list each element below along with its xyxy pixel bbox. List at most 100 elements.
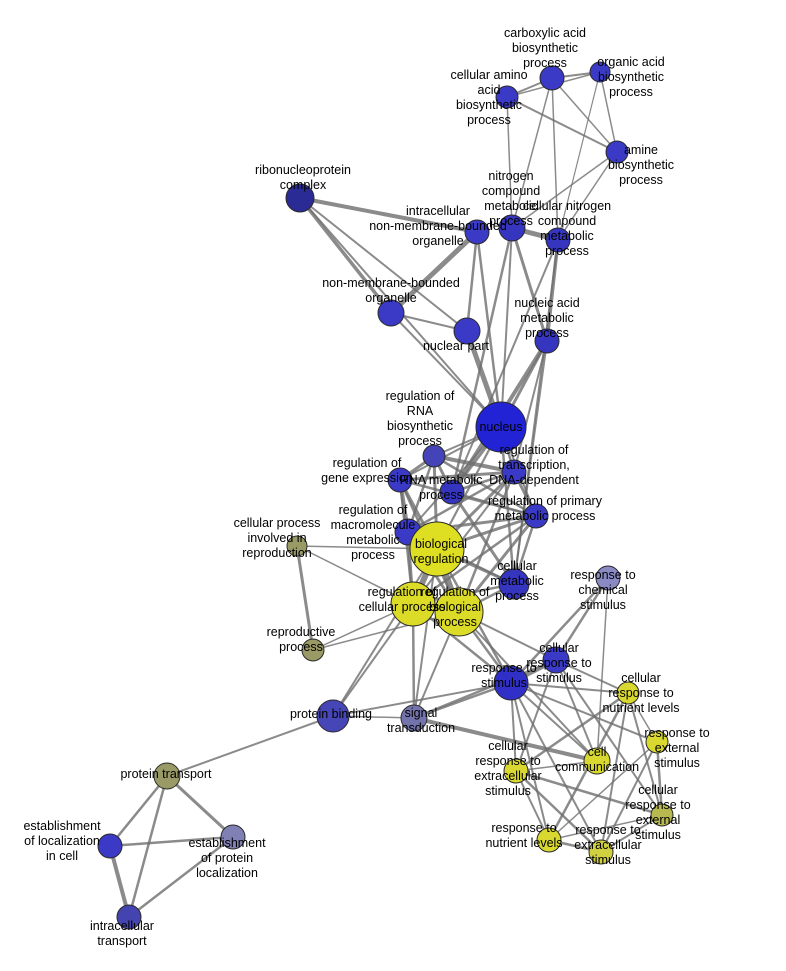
node-organic-acid-biosynthetic-process[interactable]	[589, 61, 611, 83]
svg-text:organic acid: organic acid	[597, 55, 664, 69]
svg-text:cellular nitrogen: cellular nitrogen	[523, 199, 611, 213]
edge-response-to-external-stimulus--response-to-extracellular-stimulus	[600, 741, 658, 853]
node-response-to-external-stimulus[interactable]	[645, 730, 669, 754]
svg-text:cellular amino: cellular amino	[450, 68, 527, 82]
edge-signal-transduction--cellular-response-to-stimulus	[413, 658, 557, 720]
edge-protein-binding--protein-transport	[166, 715, 334, 777]
node-establishment-of-protein-localization[interactable]	[220, 824, 246, 850]
edge-intracellular-non-membrane-bounded-organelle--nucleus	[475, 231, 503, 428]
node-nuclear-part[interactable]	[453, 317, 481, 345]
node-establishment-of-localization-in-cell[interactable]	[97, 833, 123, 859]
node-ribonucleoprotein-complex[interactable]	[285, 183, 315, 213]
edge-organic-acid-biosynthetic-process--amine-biosynthetic-process	[599, 71, 618, 153]
node-cellular-process-involved-in-reproduction[interactable]	[286, 535, 308, 557]
edge-cellular-response-to-extracellular-stimulus--cellular-response-to-external-stimulus	[515, 769, 663, 817]
node-intracellular-non-membrane-bounded-organelle[interactable]	[464, 219, 490, 245]
node-nucleus[interactable]	[475, 401, 527, 453]
node-regulation-of-gene-expression[interactable]	[387, 467, 413, 493]
node-label-protein-transport: protein transport	[120, 767, 212, 781]
node-reproductive-process[interactable]	[301, 638, 325, 662]
edge-biological-regulation--protein-binding	[332, 548, 438, 717]
svg-text:regulation of: regulation of	[339, 503, 408, 517]
node-rna-metabolic-process[interactable]	[439, 479, 465, 505]
svg-text:extracellular: extracellular	[474, 769, 541, 783]
svg-text:gene expression: gene expression	[321, 471, 413, 485]
node-cell-communication[interactable]	[583, 747, 611, 775]
node-protein-binding[interactable]	[316, 699, 350, 733]
node-cellular-amino-acid-biosynthetic-process[interactable]	[495, 85, 519, 109]
svg-text:cellular: cellular	[638, 783, 678, 797]
node-cellular-response-to-stimulus[interactable]	[542, 646, 570, 674]
svg-text:metabolic: metabolic	[346, 533, 400, 547]
node-response-to-stimulus[interactable]	[493, 665, 529, 701]
node-intracellular-transport[interactable]	[116, 904, 142, 930]
svg-text:extracellular: extracellular	[574, 838, 641, 852]
node-cellular-response-to-external-stimulus[interactable]	[650, 803, 674, 827]
svg-text:metabolic: metabolic	[490, 574, 544, 588]
edge-carboxylic-acid-biosynthetic-process--amine-biosynthetic-process	[551, 77, 618, 153]
node-response-to-nutrient-levels[interactable]	[536, 827, 562, 853]
edge-response-to-stimulus--response-to-chemical-stimulus	[510, 577, 609, 684]
edge-cellular-amino-acid-biosynthetic-process--nitrogen-compound-metabolic-process	[506, 96, 513, 229]
svg-text:regulation: regulation	[414, 552, 469, 566]
svg-text:stimulus: stimulus	[481, 676, 527, 690]
node-cellular-response-to-extracellular-stimulus[interactable]	[503, 758, 529, 784]
node-regulation-of-biological-process[interactable]	[434, 587, 484, 637]
svg-text:DNA-dependent: DNA-dependent	[489, 473, 579, 487]
svg-text:biosynthetic: biosynthetic	[608, 158, 674, 172]
node-regulation-of-rna-biosynthetic-process[interactable]	[422, 444, 446, 468]
edge-cellular-response-to-nutrient-levels--cellular-response-to-extracellular-stimulus	[515, 691, 629, 773]
edge-regulation-of-primary-metabolic-process--regulation-of-cellular-process	[412, 514, 537, 606]
node-regulation-of-cellular-process[interactable]	[390, 581, 436, 627]
node-nitrogen-compound-metabolic-process[interactable]	[498, 214, 526, 242]
node-response-to-extracellular-stimulus[interactable]	[588, 839, 614, 865]
svg-text:cellular: cellular	[497, 559, 537, 573]
svg-text:complex: complex	[280, 178, 327, 192]
edge-amine-biosynthetic-process--nitrogen-compound-metabolic-process	[511, 151, 618, 229]
svg-text:transduction: transduction	[387, 721, 455, 735]
node-cellular-nitrogen-compound-metabolic-process[interactable]	[545, 227, 571, 253]
svg-text:acid: acid	[478, 83, 501, 97]
node-regulation-of-primary-metabolic-process[interactable]	[523, 503, 549, 529]
node-carboxylic-acid-biosynthetic-process[interactable]	[539, 65, 565, 91]
node-non-membrane-bounded-organelle[interactable]	[377, 299, 405, 327]
svg-text:communication: communication	[555, 760, 639, 774]
edge-intracellular-transport--establishment-of-protein-localization	[128, 836, 234, 918]
node-biological-regulation[interactable]	[409, 521, 465, 577]
svg-text:signal: signal	[405, 706, 438, 720]
edge-response-to-external-stimulus--cellular-response-to-external-stimulus	[655, 741, 664, 816]
svg-text:process: process	[419, 488, 463, 502]
node-regulation-of-transcription-dna-dependent[interactable]	[501, 459, 527, 485]
svg-text:cell: cell	[588, 745, 607, 759]
node-protein-transport[interactable]	[153, 762, 181, 790]
node-signal-transduction[interactable]	[400, 704, 428, 732]
svg-text:protein binding: protein binding	[290, 707, 372, 721]
node-amine-biosynthetic-process[interactable]	[605, 140, 629, 164]
node-label-intracellular-non-membrane-bounded-organelle: intracellularnon-membrane-boundedorganel…	[369, 204, 507, 248]
edge-regulation-of-rna-biosynthetic-process--regulation-of-primary-metabolic-process	[433, 454, 537, 518]
node-cellular-response-to-nutrient-levels[interactable]	[616, 681, 640, 705]
svg-text:regulation of primary: regulation of primary	[488, 494, 603, 508]
node-response-to-chemical-stimulus[interactable]	[595, 565, 621, 591]
edge-regulation-of-transcription-dna-dependent--regulation-of-cellular-process	[412, 471, 515, 605]
svg-text:cellular: cellular	[488, 739, 528, 753]
svg-text:non-membrane-bounded: non-membrane-bounded	[322, 276, 460, 290]
svg-text:transcription,: transcription,	[498, 458, 570, 472]
edge-signal-transduction--cell-communication	[413, 716, 598, 763]
node-cellular-metabolic-process[interactable]	[498, 568, 530, 600]
svg-text:protein transport: protein transport	[120, 767, 212, 781]
edge-ribonucleoprotein-complex--nuclear-part	[299, 197, 468, 332]
svg-text:establishment: establishment	[23, 819, 101, 833]
node-nucleic-acid-metabolic-process[interactable]	[534, 328, 560, 354]
svg-text:organelle: organelle	[365, 291, 416, 305]
